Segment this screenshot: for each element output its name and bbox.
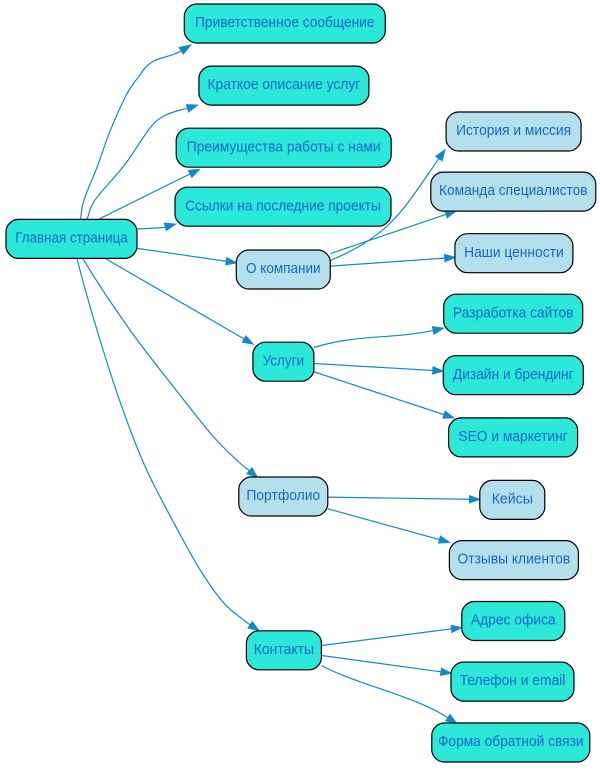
svg-text:Ссылки на последние проекты: Ссылки на последние проекты xyxy=(185,197,381,214)
svg-text:Контакты: Контакты xyxy=(254,641,314,658)
svg-text:Краткое описание услуг: Краткое описание услуг xyxy=(207,76,360,93)
svg-text:Услуги: Услуги xyxy=(263,352,304,369)
svg-text:Дизайн и брендинг: Дизайн и брендинг xyxy=(453,366,574,383)
svg-text:Отзывы клиентов: Отзывы клиентов xyxy=(458,551,571,568)
svg-text:Кейсы: Кейсы xyxy=(492,490,533,507)
svg-text:Преимущества работы с нами: Преимущества работы с нами xyxy=(187,138,381,155)
svg-text:Форма обратной связи: Форма обратной связи xyxy=(438,733,584,750)
svg-text:SEO и маркетинг: SEO и маркетинг xyxy=(458,428,568,445)
svg-text:Телефон и email: Телефон и email xyxy=(460,672,566,689)
svg-text:Портфолио: Портфолио xyxy=(246,487,320,504)
svg-text:Наши ценности: Наши ценности xyxy=(464,244,564,261)
svg-text:Разработка сайтов: Разработка сайтов xyxy=(453,304,574,321)
svg-text:Команда специалистов: Команда специалистов xyxy=(439,182,588,199)
svg-text:Главная страница: Главная страница xyxy=(15,230,128,247)
svg-text:О компании: О компании xyxy=(246,260,320,277)
svg-text:Адрес офиса: Адрес офиса xyxy=(471,612,557,629)
svg-text:Приветственное сообщение: Приветственное сообщение xyxy=(195,14,374,31)
svg-text:История и миссия: История и миссия xyxy=(456,122,571,139)
